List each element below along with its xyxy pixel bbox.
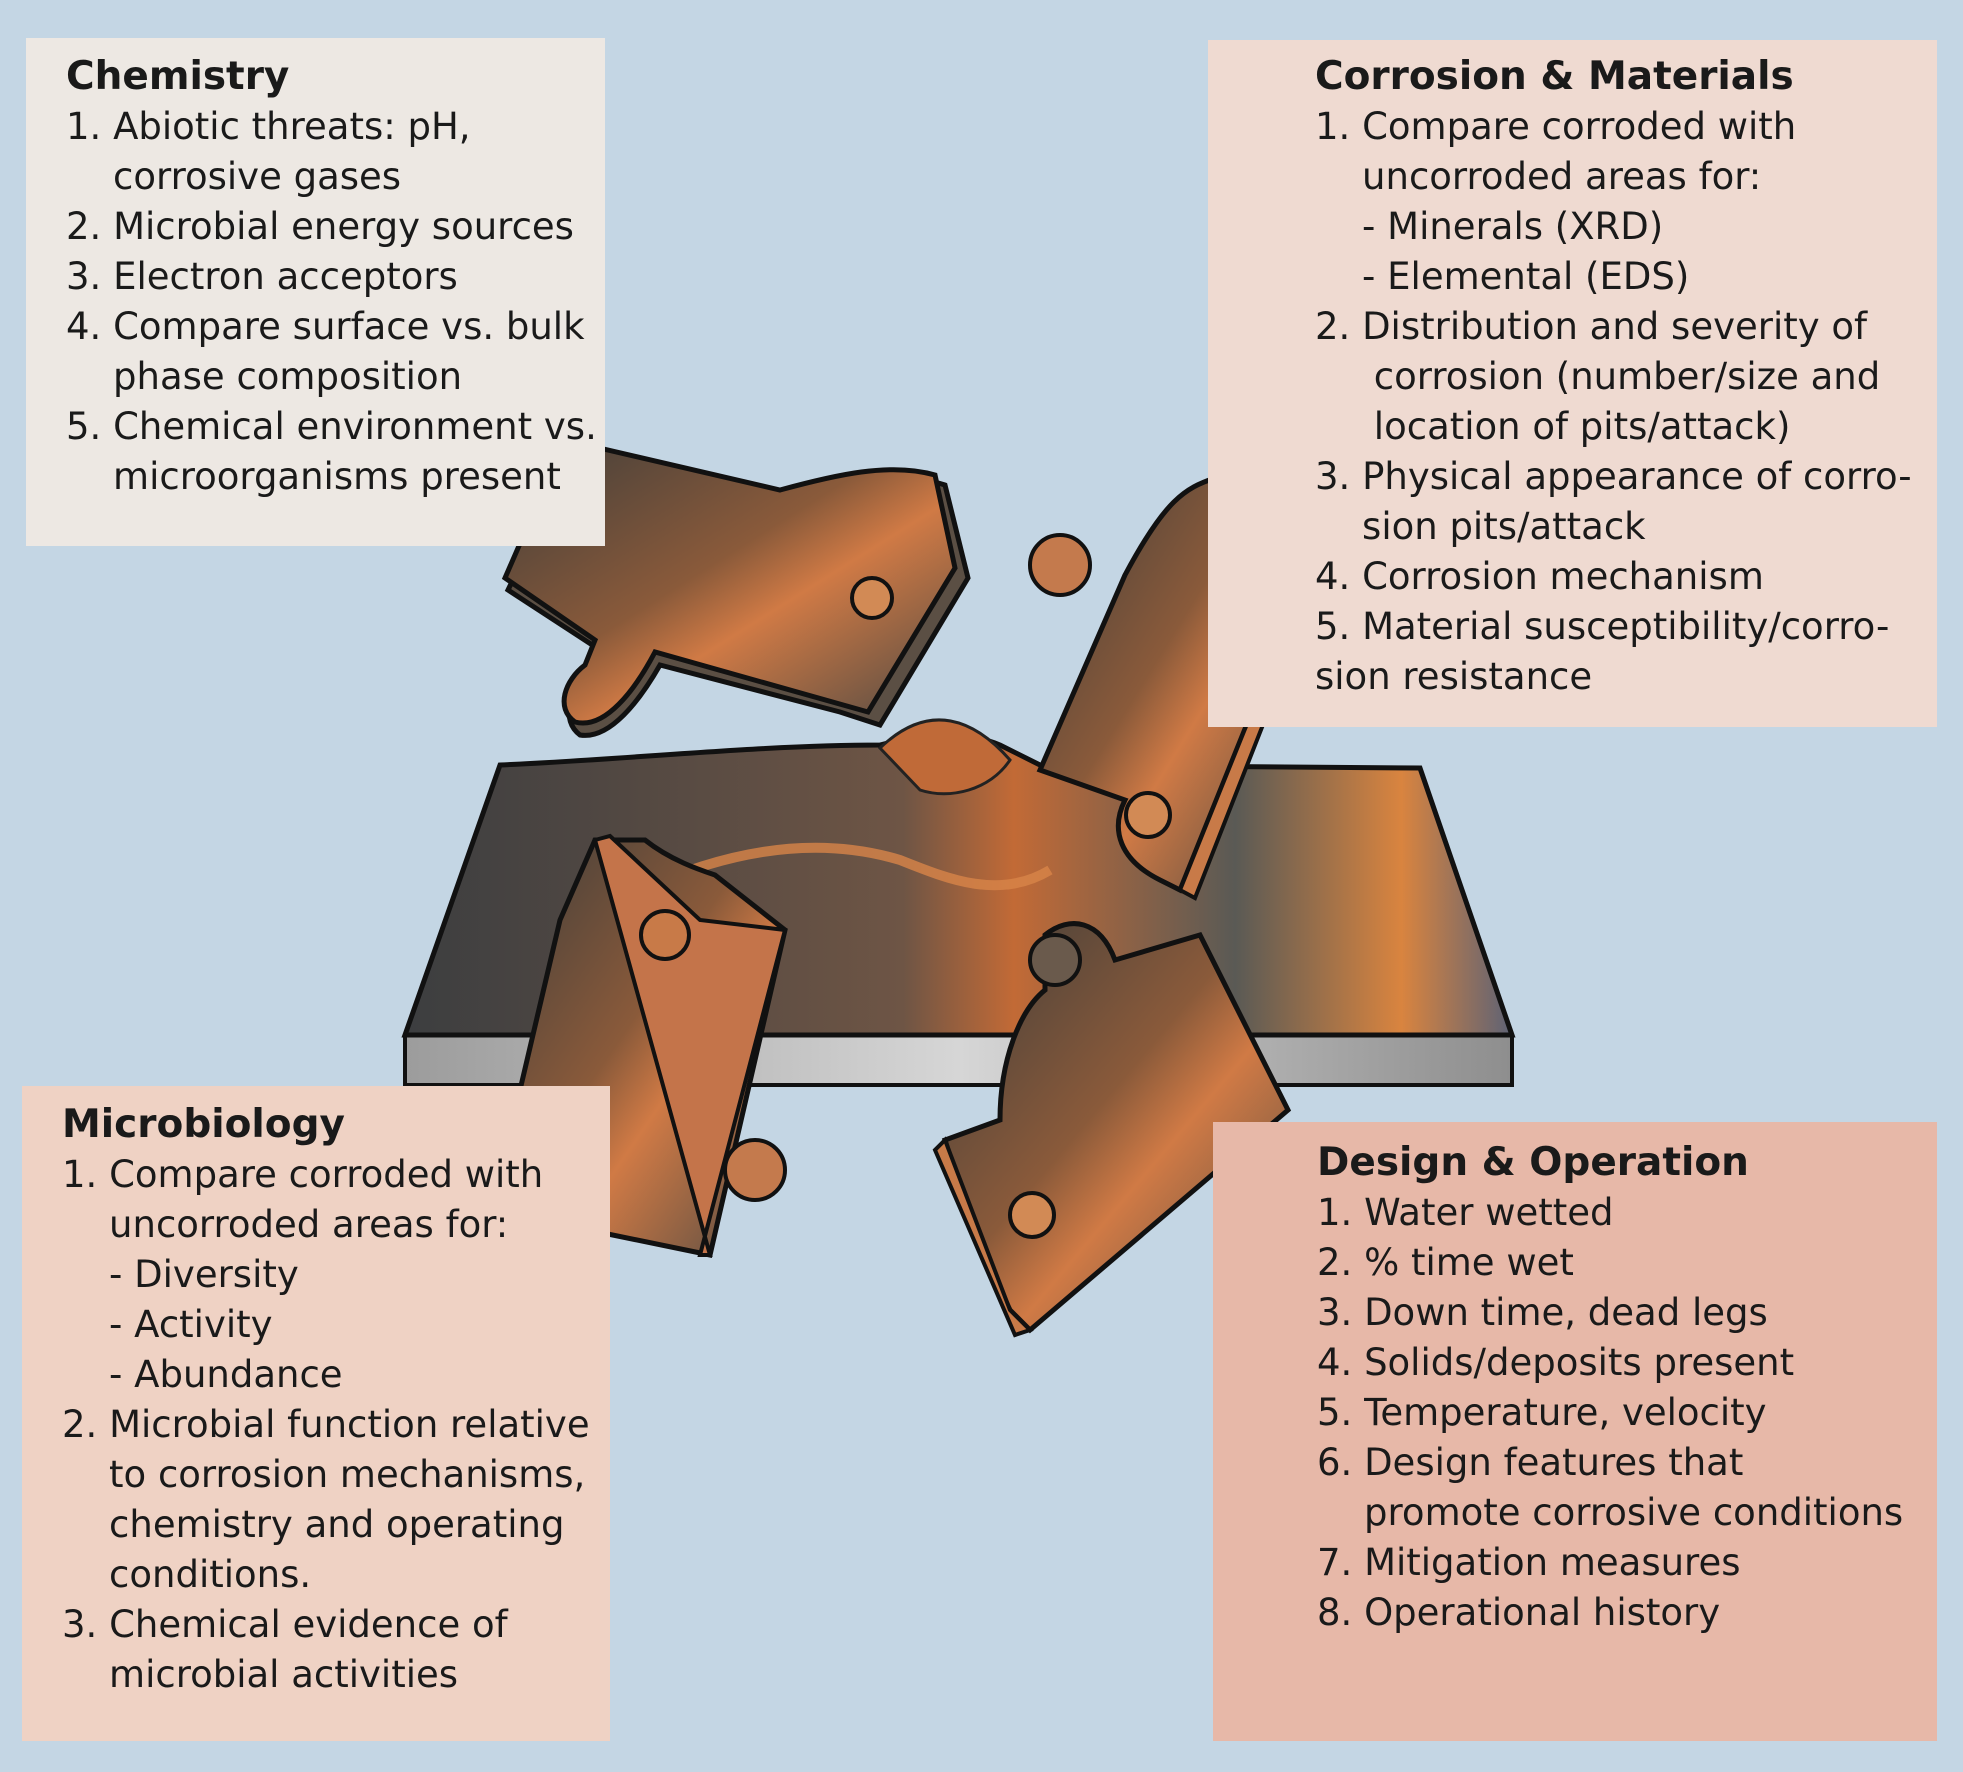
design-line: 4. Solids/deposits present (1317, 1341, 1795, 1384)
chemistry-line: 2. Microbial energy sources (66, 205, 574, 248)
microbiology-line: chemistry and operating (62, 1503, 565, 1546)
design-line: 8. Operational history (1317, 1591, 1721, 1634)
microbiology-line: conditions. (62, 1553, 312, 1596)
microbiology-line: microbial activities (62, 1653, 459, 1696)
corrosion-line: 4. Corrosion mechanism (1315, 555, 1764, 598)
design-line: 7. Mitigation measures (1317, 1541, 1741, 1584)
chemistry-title: Chemistry (66, 54, 290, 99)
design-line: 6. Design features that (1317, 1441, 1744, 1484)
microbiology-line: - Diversity (62, 1253, 299, 1296)
corrosion-line: - Minerals (XRD) (1315, 205, 1664, 248)
puzzle-piece-bottom-right (932, 921, 1292, 1338)
design-line: 1. Water wetted (1317, 1191, 1614, 1234)
corrosion-line: 1. Compare corroded with (1315, 105, 1797, 148)
microbiology-line: 3. Chemical evidence of (62, 1603, 508, 1646)
microbiology-line: - Abundance (62, 1353, 343, 1396)
puzzle-piece-top-left (501, 437, 971, 738)
design-line: 2. % time wet (1317, 1241, 1574, 1284)
design-line: 5. Temperature, velocity (1317, 1391, 1767, 1434)
chemistry-line: microorganisms present (66, 455, 561, 498)
design-line: 3. Down time, dead legs (1317, 1291, 1768, 1334)
corrosion-line: sion pits/attack (1315, 505, 1646, 548)
corrosion-line: corrosion (number/size and (1315, 355, 1881, 398)
corrosion-line: uncorroded areas for: (1315, 155, 1762, 198)
corrosion-line: location of pits/attack) (1315, 405, 1791, 448)
microbiology-line: to corrosion mechanisms, (62, 1453, 586, 1496)
chemistry-line: 4. Compare surface vs. bulk (66, 305, 585, 348)
corrosion-panel: Corrosion & Materials 1. Compare corrode… (1208, 40, 1937, 727)
design-line: promote corrosive conditions (1317, 1491, 1904, 1534)
design-title: Design & Operation (1317, 1140, 1749, 1185)
microbiology-title: Microbiology (62, 1102, 345, 1147)
chemistry-line: 1. Abiotic threats: pH, (66, 105, 471, 148)
microbiology-line: 1. Compare corroded with (62, 1153, 544, 1196)
corrosion-line: 2. Distribution and severity of (1315, 305, 1868, 348)
design-panel: Design & Operation 1. Water wetted 2. % … (1213, 1122, 1937, 1741)
corrosion-title: Corrosion & Materials (1315, 54, 1794, 99)
microbiology-line: uncorroded areas for: (62, 1203, 509, 1246)
corrosion-line: - Elemental (EDS) (1315, 255, 1690, 298)
chemistry-line: corrosive gases (66, 155, 402, 198)
microbiology-line: 2. Microbial function relative (62, 1403, 590, 1446)
microbiology-line: - Activity (62, 1303, 273, 1346)
microbiology-panel: Microbiology 1. Compare corroded with un… (22, 1086, 610, 1741)
chemistry-line: 5. Chemical environment vs. (66, 405, 597, 448)
corrosion-line: 3. Physical appearance of corro- (1315, 455, 1912, 498)
corrosion-line: sion resistance (1315, 655, 1593, 698)
chemistry-line: 3. Electron acceptors (66, 255, 458, 298)
chemistry-panel: Chemistry 1. Abiotic threats: pH, corros… (26, 38, 605, 546)
chemistry-line: phase composition (66, 355, 463, 398)
corrosion-line: 5. Material susceptibility/corro- (1315, 605, 1890, 648)
